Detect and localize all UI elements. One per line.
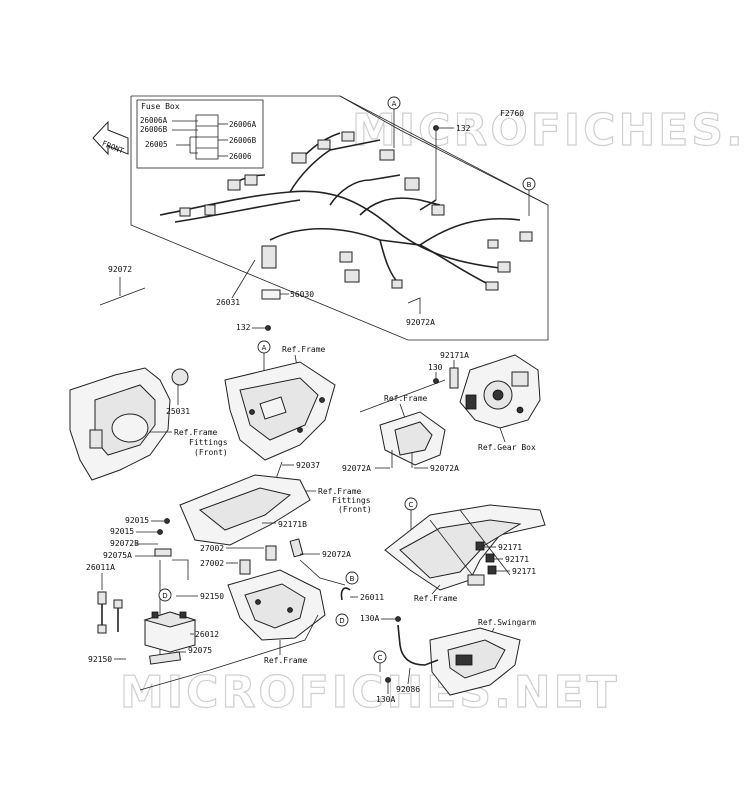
part-92072: 92072 — [108, 265, 132, 274]
svg-text:B: B — [350, 575, 355, 583]
ref-fittings-front-1-a: Ref.Frame — [174, 428, 218, 437]
svg-text:C: C — [409, 501, 414, 509]
front-arrow: FRONT — [92, 120, 129, 156]
part-92171-1: 92171 — [498, 543, 522, 552]
part-130A-a: 130A — [360, 614, 379, 623]
ref-frame-1: Ref.Frame — [282, 345, 326, 354]
ref-fittings-front-2-a: Ref.Frame — [318, 487, 362, 496]
svg-text:D: D — [162, 592, 167, 600]
watermark-top: MICROFICHES.NET — [352, 105, 747, 156]
ref-fittings-front-2-c: (Front) — [338, 505, 372, 514]
ref-gear-box: Ref.Gear Box — [478, 443, 536, 452]
part-56030-shape — [261, 289, 281, 300]
fuse-right-label: 26006 — [229, 152, 252, 161]
rear-frame — [384, 504, 546, 591]
ref-fittings-front-2-b: Fittings — [332, 496, 371, 505]
part-92171B: 92171B — [278, 520, 307, 529]
battery — [143, 611, 197, 653]
part-92086-shape — [397, 624, 439, 666]
part-92075-shape — [149, 651, 181, 665]
part-26012: 26012 — [195, 630, 219, 639]
fuse-left-label: 26005 — [145, 140, 168, 149]
svg-text:A: A — [262, 344, 267, 352]
part-25031: 25031 — [166, 407, 190, 416]
bracket-front — [224, 361, 336, 461]
part-92072B: 92072B — [110, 539, 139, 548]
gear-box — [459, 354, 541, 429]
frame-bracket-mid — [359, 379, 446, 466]
part-26011A: 26011A — [86, 563, 115, 572]
battery-holder — [227, 569, 326, 641]
fuse-right-label: 26006A — [229, 120, 257, 129]
part-132-top: 132 — [456, 124, 471, 133]
part-27002-a: 27002 — [200, 544, 224, 553]
battery-cable-negative — [97, 591, 123, 634]
part-132-mid: 132 — [236, 323, 251, 332]
battery-tray-cover — [179, 474, 311, 546]
part-56030: 56030 — [290, 290, 314, 299]
svg-text:A: A — [392, 100, 397, 108]
part-92075: 92075 — [188, 646, 212, 655]
part-26011: 26011 — [360, 593, 384, 602]
part-27002-b: 27002 — [200, 559, 224, 568]
fuse-left-label: 26006B — [140, 125, 168, 134]
watermark-bottom: MICROFICHES.NET — [120, 667, 620, 718]
part-92072-shape — [99, 287, 146, 306]
fuse-left-label: 26006A — [140, 116, 168, 125]
part-92072A-left: 92072A — [342, 464, 371, 473]
part-92015-b: 92015 — [110, 527, 134, 536]
svg-text:C: C — [378, 654, 383, 662]
ref-F2760: F2760 — [500, 109, 524, 118]
swingarm — [429, 627, 521, 696]
ref-fittings-front-1-b: Fittings — [189, 438, 228, 447]
part-92086: 92086 — [396, 685, 420, 694]
ref-frame-2: Ref.Frame — [384, 394, 428, 403]
part-92037: 92037 — [296, 461, 320, 470]
part-92171-3: 92171 — [512, 567, 536, 576]
svg-text:B: B — [527, 181, 532, 189]
part-25031-shape — [171, 368, 189, 386]
part-92072A-right: 92072A — [430, 464, 459, 473]
part-130-right: 130 — [428, 363, 443, 372]
ref-swingarm: Ref.Swingarm — [478, 618, 536, 627]
ref-frame-3: Ref.Frame — [264, 656, 308, 665]
callout-d — [158, 588, 172, 602]
part-92072A-top: 92072A — [406, 318, 435, 327]
part-130A-b: 130A — [376, 695, 395, 704]
callout-d-2 — [335, 613, 349, 627]
fuse-box-title: Fuse Box — [141, 102, 180, 111]
part-92015-a: 92015 — [125, 516, 149, 525]
ref-frame-4: Ref.Frame — [414, 594, 458, 603]
part-92150-b: 92150 — [88, 655, 112, 664]
part-92072A-mid: 92072A — [322, 550, 351, 559]
part-92150-a: 92150 — [200, 592, 224, 601]
fuse-box-inset: Fuse Box 26006A 26006B 26005 26006A 2600… — [136, 99, 264, 169]
bolts-92171 — [475, 541, 497, 575]
fuse-right-label: 26006B — [229, 136, 257, 145]
main-wiring-harness — [159, 131, 533, 291]
part-92075A: 92075A — [103, 551, 132, 560]
front-fender-cover — [69, 367, 171, 481]
ref-fittings-front-1-c: (Front) — [194, 448, 228, 457]
part-26031: 26031 — [216, 298, 240, 307]
callout-b-2 — [345, 571, 359, 585]
svg-text:D: D — [339, 617, 344, 625]
part-92171-2: 92171 — [505, 555, 529, 564]
part-92171A: 92171A — [440, 351, 469, 360]
